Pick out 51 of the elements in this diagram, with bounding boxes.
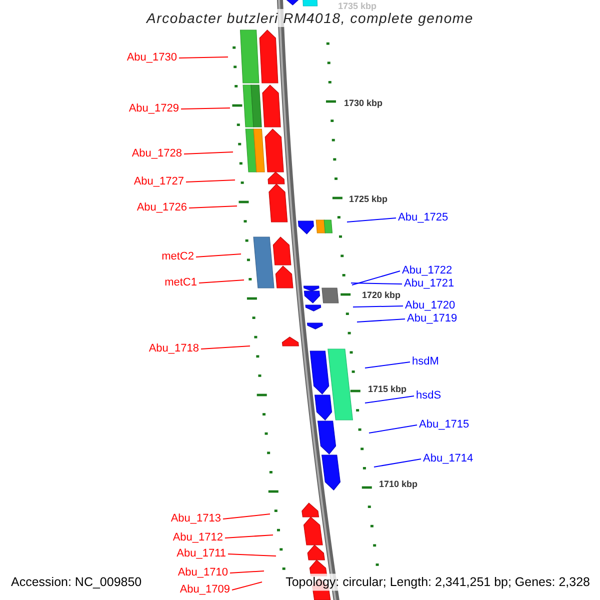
leader-line [374,458,422,468]
gene-label: Abu_1727 [134,176,184,188]
leader-line [188,206,238,208]
scale-label: 1710 kbp [379,479,418,489]
gene-label: Abu_1720 [405,300,456,312]
gene-label: Abu_1712 [172,532,223,544]
leader-line [350,282,402,284]
leader-line [184,152,234,154]
leader-line [196,254,242,258]
gene-label: metC1 [164,276,197,290]
gene-label: Abu_1721 [404,278,454,290]
leader-line [200,346,250,350]
leader-line [180,108,230,110]
gene-label: Abu_1725 [398,212,448,224]
scale-label: 1735 kbp [338,1,377,11]
genome-summary: Topology: circular; Length: 2,341,251 bp; Genes: 2,328 [284,574,592,590]
leader-line [186,180,236,182]
gene-label: Abu_1715 [419,418,470,432]
leader-line [352,306,404,308]
leader-line [222,514,270,520]
leader-line [346,218,396,222]
scale-label: 1725 kbp [349,194,388,204]
gene-label: Abu_1709 [180,584,230,596]
leader-line [368,424,418,434]
leader-line [178,56,228,58]
leader-line [352,270,400,286]
scale-label: 1715 kbp [368,384,407,394]
gene-label: Abu_1729 [128,102,179,116]
gene-label: Abu_1718 [148,342,199,356]
gene-label: Abu_1730 [126,52,177,64]
leader-line [230,570,264,574]
leader-line [232,582,262,590]
gene-label: Abu_1711 [176,548,226,560]
leader-line [364,362,410,368]
gene-label: Abu_1728 [132,148,182,160]
gene-label: Abu_1713 [170,512,221,526]
gene-label: hsdM [412,356,439,368]
gene-label: Abu_1710 [178,566,228,580]
scale-label: 1730 kbp [344,98,383,108]
leader-line [228,554,276,556]
gene-label: Abu_1726 [136,202,187,214]
leader-line [364,396,414,404]
gene-label: metC2 [162,250,194,264]
leader-line [198,280,244,284]
gene-label: hsdS [416,390,442,402]
gene-label: Abu_1714 [423,452,474,466]
leader-line [224,534,274,538]
gene-label: Abu_1719 [407,312,458,326]
gene-label: Abu_1722 [402,264,452,278]
scale-label: 1720 kbp [362,290,401,300]
leader-line [356,318,406,322]
